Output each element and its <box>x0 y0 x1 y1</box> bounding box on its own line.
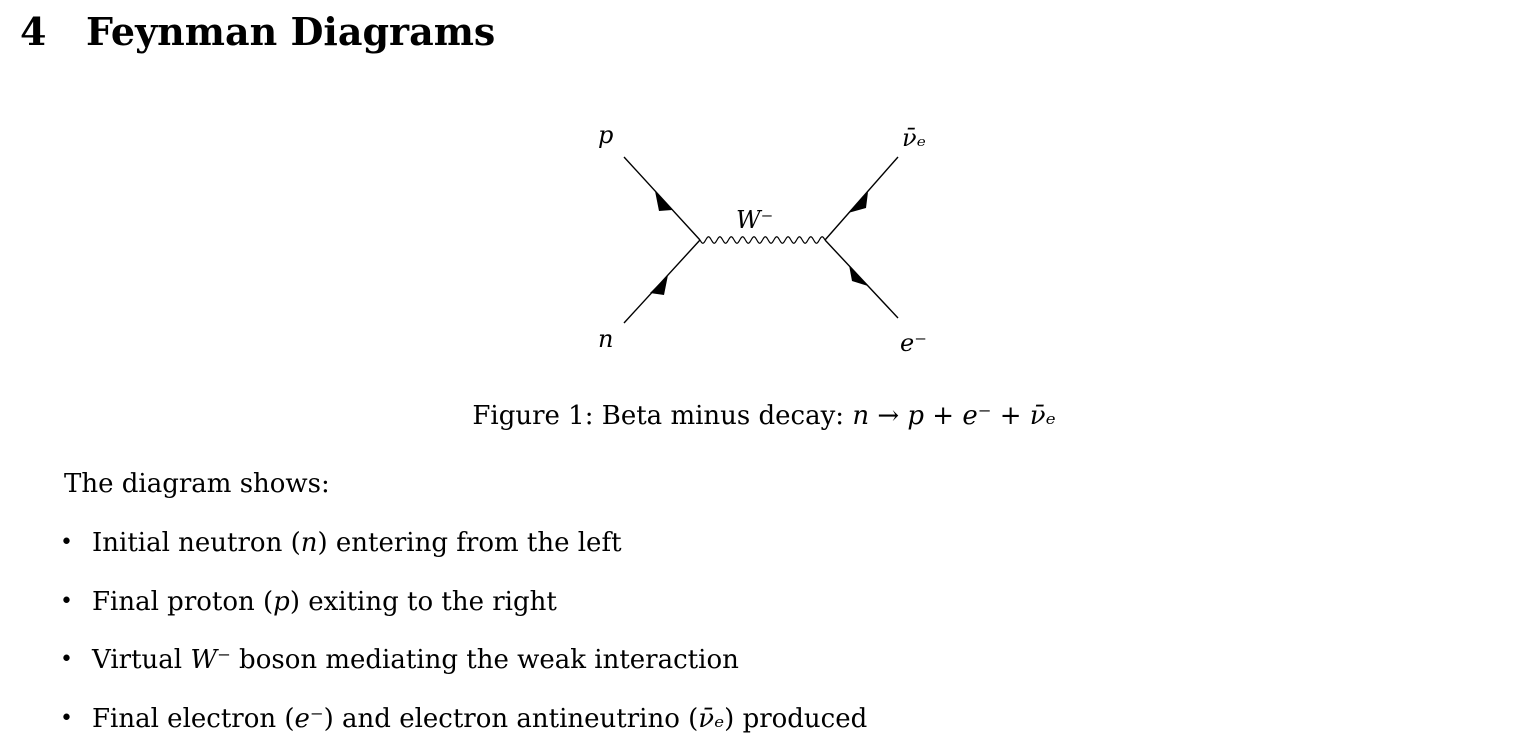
list-item-text: Initial neutron (n) entering from the le… <box>92 522 622 564</box>
list-item-text: Final proton (p) exiting to the right <box>92 581 557 623</box>
proton-line <box>623 156 701 241</box>
text-segment: Initial neutron ( <box>92 528 301 558</box>
text-segment: Final electron ( <box>92 703 295 734</box>
proton-label: p <box>598 121 613 149</box>
list-item-text: Virtual W⁻ boson mediating the weak inte… <box>92 639 739 681</box>
math-segment: p <box>273 586 290 617</box>
bullet-marker: • <box>60 530 73 555</box>
math-segment: W⁻ <box>190 645 231 675</box>
math-segment: n <box>300 528 318 558</box>
caption-equation: n → p + e⁻ + ν̄ₑ <box>852 401 1056 431</box>
text-segment: ) entering from the left <box>317 528 622 558</box>
figure-caption: Figure 1: Beta minus decay: n → p + e⁻ +… <box>0 396 1528 436</box>
w-boson-line <box>699 236 826 244</box>
text-segment: boson mediating the weak interaction <box>230 645 739 675</box>
antineutrino-line <box>824 156 899 241</box>
electron-label: e⁻ <box>900 329 927 357</box>
text-segment: Virtual <box>92 645 191 675</box>
text-segment: ) produced <box>724 703 868 734</box>
caption-prefix: Figure 1: Beta minus decay: <box>472 401 845 431</box>
section-heading: 4 Feynman Diagrams <box>20 6 495 58</box>
bullet-marker: • <box>60 647 73 672</box>
text-segment: ) exiting to the right <box>289 586 557 617</box>
proton-arrow <box>655 191 672 211</box>
text-segment: ) and electron antineutrino ( <box>323 703 699 734</box>
neutron-arrow <box>650 275 668 295</box>
bullet-marker: • <box>60 705 73 731</box>
bullet-marker: • <box>60 588 73 614</box>
intro-text: The diagram shows: <box>64 469 330 499</box>
section-number: 4 <box>20 9 47 54</box>
w-boson-label: W⁻ <box>736 206 773 234</box>
math-segment: ν̄ₑ <box>698 703 725 734</box>
antineutrino-label: ν̄ₑ <box>902 124 926 152</box>
neutron-label: n <box>598 325 613 353</box>
text-segment: Final proton ( <box>92 586 274 617</box>
antineutrino-arrow <box>848 192 868 213</box>
feynman-diagram: p n W⁻ ν̄ₑ e⁻ <box>560 110 980 370</box>
section-title: Feynman Diagrams <box>86 9 496 54</box>
feynman-diagram-svg: p n W⁻ ν̄ₑ e⁻ <box>598 121 927 357</box>
math-segment: e⁻ <box>294 703 324 734</box>
list-item-text: Final electron (e⁻) and electron antineu… <box>92 698 867 740</box>
electron-arrow <box>849 265 868 286</box>
